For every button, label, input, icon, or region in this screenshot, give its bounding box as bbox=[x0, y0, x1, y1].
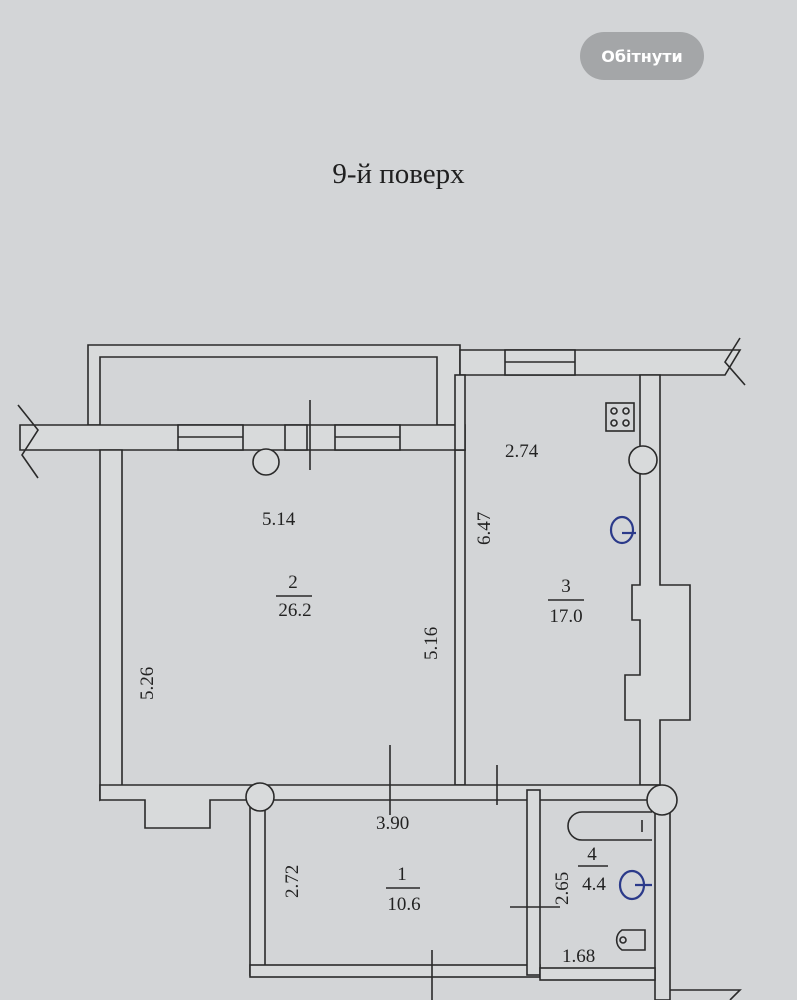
column bbox=[245, 782, 275, 812]
balcony-wall bbox=[87, 344, 461, 426]
wall-right-room3 bbox=[624, 374, 691, 786]
dim-room3-width: 2.74 bbox=[505, 441, 539, 462]
column bbox=[252, 448, 280, 476]
wall-left-room2 bbox=[99, 449, 123, 802]
column bbox=[628, 445, 658, 475]
stove-icon bbox=[605, 402, 635, 432]
dim-room4-left: 2.65 bbox=[552, 872, 573, 905]
room-1-area: 10.6 bbox=[387, 894, 420, 915]
dim-room1-width: 3.90 bbox=[376, 813, 409, 834]
wall-partition bbox=[454, 449, 466, 786]
sink-icon bbox=[609, 515, 636, 545]
room-2-number: 2 bbox=[288, 572, 298, 593]
wall-bathroom-right bbox=[654, 799, 671, 1000]
room-4-area: 4.4 bbox=[582, 874, 606, 895]
floor-title: 9-й поверх bbox=[332, 158, 465, 190]
wall-left-room1 bbox=[249, 799, 266, 976]
wall-top-room3 bbox=[459, 349, 742, 376]
toilet-icon bbox=[615, 929, 646, 951]
room-2-area: 26.2 bbox=[278, 600, 311, 621]
wall-bathroom-left bbox=[526, 789, 541, 976]
dim-room3-left: 6.47 bbox=[474, 512, 495, 545]
room-3-area: 17.0 bbox=[549, 606, 582, 627]
dim-room2-left: 5.26 bbox=[137, 667, 158, 700]
dim-room2-width: 5.14 bbox=[262, 509, 296, 530]
washbasin-icon bbox=[618, 869, 652, 901]
dim-room2-right: 5.16 bbox=[421, 627, 442, 660]
bathtub-icon bbox=[567, 811, 652, 841]
wall-bottom-room1 bbox=[249, 964, 541, 978]
column bbox=[646, 784, 678, 816]
room-1-number: 1 bbox=[397, 864, 407, 885]
room-3-number: 3 bbox=[561, 576, 571, 597]
dim-room4-width: 1.68 bbox=[562, 946, 595, 967]
dim-room1-left: 2.72 bbox=[282, 865, 303, 898]
crop-button[interactable]: Обітнути bbox=[580, 32, 704, 80]
room-4-number: 4 bbox=[587, 844, 597, 865]
